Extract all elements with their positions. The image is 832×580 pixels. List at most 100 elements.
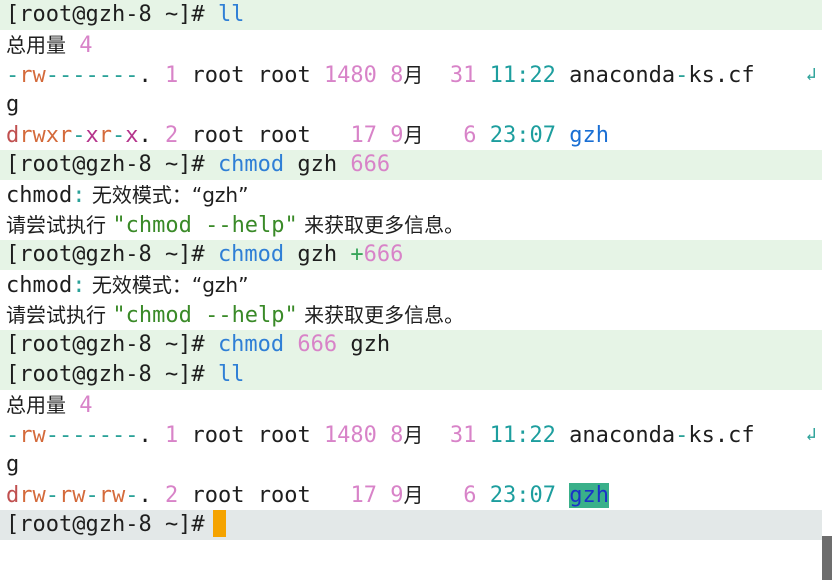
listing-row-gzh: drwxr-xr-x. 2 root root 17 9月 6 23:07 gz… [0, 120, 822, 150]
owner: root [191, 423, 245, 448]
command-arg-dir: gzh [350, 332, 391, 357]
total-label: 总用量 [6, 393, 66, 417]
file-size: 17 [350, 123, 377, 148]
file-name-ext: ks.cf [688, 63, 755, 88]
error-line: chmod: 无效模式：“gzh” [0, 180, 822, 210]
perm-group-x: - [85, 483, 99, 508]
owner: root [191, 483, 245, 508]
command-arg-mode: 666 [350, 152, 391, 177]
hint-text-a: 请尝试执行 [6, 303, 113, 327]
command-chmod: chmod [217, 152, 285, 177]
perm-owner: rw [19, 63, 46, 88]
month-num: 9 [390, 123, 404, 148]
prompt-line: [root@gzh-8 ~]# chmod gzh 666 [0, 150, 822, 180]
listing-row-gzh: drw-rw-rw-. 2 root root 17 9月 6 23:07 gz… [0, 480, 822, 510]
perm-owner: rw [19, 483, 46, 508]
day: 31 [449, 423, 477, 448]
perm-group-w: - [72, 123, 86, 148]
error-prefix: chmod [6, 183, 73, 208]
prompt-line: [root@gzh-8 ~]# ll [0, 360, 822, 390]
perm-dot: . [138, 123, 152, 148]
error-colon: : [72, 273, 86, 298]
time: 11:22 [489, 423, 556, 448]
prompt-line: [root@gzh-8 ~]# chmod gzh +666 [0, 240, 822, 270]
perm-type: d [6, 483, 20, 508]
time: 11:22 [489, 63, 556, 88]
dir-name: gzh [569, 123, 609, 148]
prompt-line: [root@gzh-8 ~]# ll [0, 0, 822, 30]
file-name-dash: - [675, 63, 689, 88]
group: root [257, 63, 311, 88]
day: 6 [463, 483, 477, 508]
file-name-wrapped: g [6, 92, 20, 117]
command-arg-plus: + [350, 242, 364, 267]
prompt: [root@gzh-8 ~]# [6, 332, 205, 357]
month-num: 8 [390, 423, 404, 448]
time: 23:07 [489, 123, 556, 148]
total-label: 总用量 [6, 33, 66, 57]
perm-group-r: r [59, 123, 73, 148]
month-unit: 月 [403, 63, 424, 87]
perm-dot: . [138, 423, 152, 448]
perm-rest: ------- [45, 423, 139, 448]
file-name-dash: - [675, 423, 689, 448]
day: 6 [463, 123, 477, 148]
dir-name-highlighted: gzh [569, 483, 609, 508]
error-colon: : [72, 183, 86, 208]
month-unit: 月 [403, 123, 424, 147]
wrap-arrow-icon: ↲ [805, 424, 817, 445]
perm-group: rw [59, 483, 86, 508]
scrollbar-thumb[interactable] [822, 536, 832, 580]
file-name: anaconda [569, 423, 676, 448]
perm-owner-x: - [45, 483, 59, 508]
month-num: 9 [390, 483, 404, 508]
current-prompt-line[interactable]: [root@gzh-8 ~]# [0, 510, 822, 540]
hint-text-b: 来获取更多信息。 [297, 213, 465, 237]
command-ll: ll [217, 2, 245, 27]
hint-text-a: 请尝试执行 [6, 213, 113, 237]
perm-owner: rw [19, 423, 46, 448]
perm-other-x: x [125, 123, 139, 148]
group: root [257, 423, 311, 448]
hint-command: "chmod --help" [112, 213, 298, 238]
text-cursor [212, 510, 226, 537]
file-name-ext: ks.cf [688, 423, 755, 448]
file-size: 1480 [323, 423, 377, 448]
month-num: 8 [390, 63, 404, 88]
output-total: 总用量 4 [0, 30, 822, 60]
perm-type: d [6, 123, 20, 148]
hint-line: 请尝试执行 "chmod --help" 来获取更多信息。 [0, 300, 822, 330]
perm-type: - [6, 63, 20, 88]
link-count: 1 [164, 63, 179, 88]
listing-row-anaconda: -rw-------. 1 root root 1480 8月 31 11:22… [0, 420, 822, 450]
error-prefix: chmod [6, 273, 73, 298]
command-arg-mode: 666 [363, 242, 404, 267]
wrap-arrow-icon: ↲ [805, 64, 817, 85]
prompt: [root@gzh-8 ~]# [6, 512, 205, 537]
prompt: [root@gzh-8 ~]# [6, 152, 205, 177]
time: 23:07 [489, 483, 556, 508]
file-size: 1480 [323, 63, 377, 88]
perm-other: rw [98, 483, 126, 508]
prompt: [root@gzh-8 ~]# [6, 2, 205, 27]
perm-dot: . [138, 63, 152, 88]
error-message: 无效模式：“gzh” [85, 273, 249, 297]
perm-owner: rwx [19, 123, 59, 148]
group: root [257, 483, 311, 508]
error-line: chmod: 无效模式：“gzh” [0, 270, 822, 300]
command-arg-dir: gzh [297, 242, 338, 267]
link-count: 1 [164, 423, 179, 448]
perm-other-r: r [98, 123, 112, 148]
month-unit: 月 [403, 483, 424, 507]
error-message: 无效模式：“gzh” [85, 183, 249, 207]
total-value: 4 [79, 33, 93, 58]
command-chmod: chmod [217, 332, 285, 357]
prompt-line: [root@gzh-8 ~]# chmod 666 gzh [0, 330, 822, 360]
perm-rest: ------- [45, 63, 139, 88]
owner: root [191, 63, 245, 88]
perm-type: - [6, 423, 20, 448]
command-arg-dir: gzh [297, 152, 338, 177]
total-value: 4 [79, 393, 93, 418]
file-name-wrapped: g [6, 452, 20, 477]
